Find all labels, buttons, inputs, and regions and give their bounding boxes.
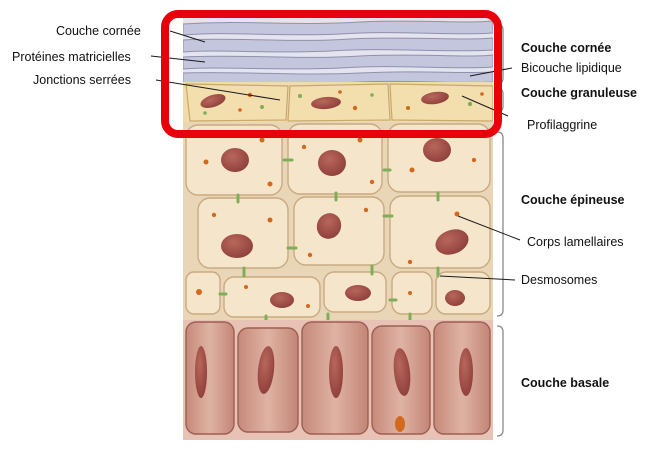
label-corps-lamellaires: Corps lamellaires: [527, 235, 624, 249]
skin-tissue: [183, 18, 493, 440]
label-couche-basale: Couche basale: [521, 376, 609, 390]
label-desmosomes: Desmosomes: [521, 273, 597, 287]
label-bicouche-lipidique: Bicouche lipidique: [521, 61, 622, 75]
label-jonctions-serrees: Jonctions serrées: [33, 73, 131, 87]
label-couche-epineuse: Couche épineuse: [521, 193, 625, 207]
label-couche-granuleuse: Couche granuleuse: [521, 86, 637, 100]
label-profilaggrine: Profilaggrine: [527, 118, 597, 132]
label-proteines-matricielles: Protéines matricielles: [12, 50, 131, 64]
label-couche-cornee-left: Couche cornée: [56, 24, 141, 38]
label-couche-cornee-right: Couche cornée: [521, 41, 611, 55]
